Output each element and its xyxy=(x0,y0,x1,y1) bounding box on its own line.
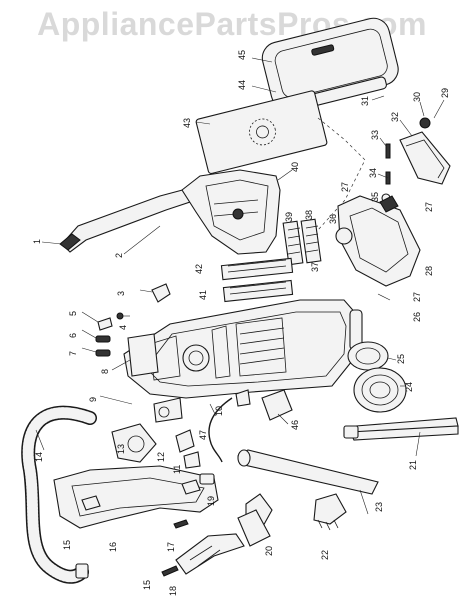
part-label: 42 xyxy=(194,264,204,274)
part-label: 36 xyxy=(328,214,338,224)
crevice-tool xyxy=(199,473,215,485)
part-label: 3 xyxy=(116,291,126,296)
filter-set xyxy=(220,218,322,303)
part-label: 31 xyxy=(360,96,370,106)
extension-wand-23 xyxy=(237,449,379,495)
part-label: 47 xyxy=(198,430,208,440)
part-label: 45 xyxy=(237,50,247,60)
part-label: 20 xyxy=(264,546,274,556)
part-label: 34 xyxy=(368,168,378,178)
upper-housing xyxy=(181,169,281,255)
handle xyxy=(59,187,197,253)
part-label: 6 xyxy=(68,333,78,338)
flexible-hose xyxy=(21,405,97,584)
part-label: 21 xyxy=(408,460,418,470)
rear-wheel xyxy=(353,367,407,413)
part-label: 9 xyxy=(88,397,98,402)
part-label: 44 xyxy=(237,80,247,90)
part-label: 41 xyxy=(198,290,208,300)
part-label: 40 xyxy=(290,162,300,172)
part-label: 27 xyxy=(340,182,350,192)
part-label: 10 xyxy=(214,406,224,416)
leader-lines xyxy=(35,57,445,515)
part-label: 5 xyxy=(68,311,78,316)
part-label: 17 xyxy=(166,542,176,552)
part-label: 11 xyxy=(172,465,182,474)
part-label: 4 xyxy=(118,325,128,330)
part-label: 13 xyxy=(116,444,126,454)
part-label: 25 xyxy=(396,354,406,364)
part-label: 27 xyxy=(412,292,422,302)
lower-base-assembly xyxy=(53,423,219,529)
part-label: 7 xyxy=(68,351,78,356)
motor-cap xyxy=(347,341,389,371)
part-number-labels: 45 44 31 43 30 32 29 33 40 34 27 35 1 2 … xyxy=(32,50,450,596)
part-label: 24 xyxy=(404,382,414,392)
part-label: 8 xyxy=(100,369,110,374)
hose-end-tool xyxy=(175,533,245,575)
part-label: 16 xyxy=(108,542,118,552)
part-label: 22 xyxy=(320,550,330,560)
part-label: 15 xyxy=(142,580,152,590)
part-label: 19 xyxy=(206,496,216,506)
small-hardware-left xyxy=(95,283,171,377)
part-label: 23 xyxy=(374,502,384,512)
latch-assembly xyxy=(381,117,451,203)
part-label: 18 xyxy=(168,586,178,596)
part-label: 2 xyxy=(114,253,124,258)
part-label: 35 xyxy=(370,192,380,202)
main-chassis xyxy=(123,299,363,399)
part-label: 29 xyxy=(440,88,450,98)
part-label: 26 xyxy=(412,312,422,322)
part-label: 38 xyxy=(304,210,314,220)
part-label: 43 xyxy=(182,118,192,128)
part-label: 12 xyxy=(156,452,166,462)
part-label: 28 xyxy=(424,266,434,276)
dust-bag xyxy=(195,90,328,175)
part-label: 15 xyxy=(62,540,72,550)
assembly-guide-line xyxy=(317,117,366,231)
upholstery-tool xyxy=(237,493,273,547)
part-label: 39 xyxy=(284,212,294,222)
screw-15-bottom xyxy=(161,565,179,577)
part-label: 1 xyxy=(32,239,42,244)
part-label: 30 xyxy=(412,92,422,102)
power-cord-parts xyxy=(153,389,293,469)
part-label: 27 xyxy=(424,202,434,212)
dusting-brush xyxy=(313,493,347,531)
part-label: 46 xyxy=(290,420,300,430)
part-label: 32 xyxy=(390,112,400,122)
rear-housing xyxy=(335,195,421,287)
part-label: 37 xyxy=(310,262,320,272)
screw-17 xyxy=(173,519,189,529)
part-label: 14 xyxy=(34,452,44,462)
part-label: 33 xyxy=(370,130,380,140)
extension-wand-21 xyxy=(343,417,459,441)
